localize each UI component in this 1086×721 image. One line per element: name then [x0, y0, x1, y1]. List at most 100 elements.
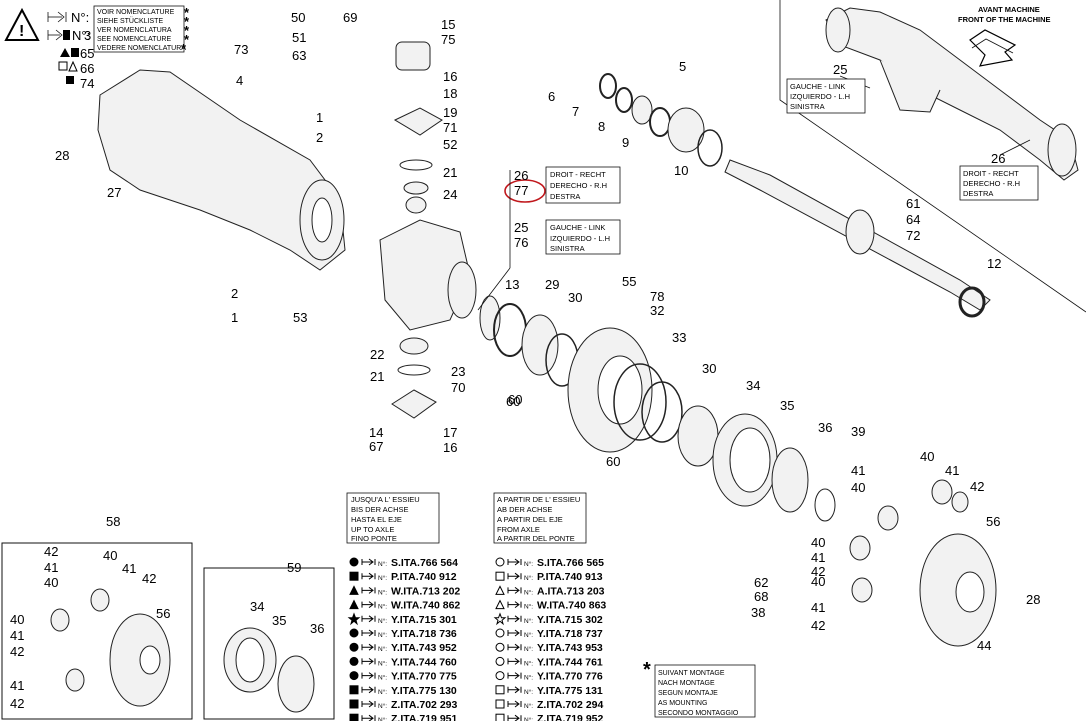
- rh-line-2: DERECHO - R.H: [550, 181, 607, 190]
- callout-15: 15: [441, 17, 455, 32]
- callout-10: 10: [674, 163, 688, 178]
- callout-67: 67: [369, 439, 383, 454]
- table-row-value: Y.ITA.718 736: [391, 628, 457, 640]
- legend-line-5: VEDERE NOMENCLATURA: [97, 45, 186, 52]
- legend-line-1: VOIR NOMENCLATURE: [97, 9, 175, 16]
- table-right-header-2: AB DER ACHSE: [497, 505, 552, 514]
- callout-22: 22: [370, 347, 384, 362]
- table-arrow-icon: [361, 686, 376, 694]
- callout-60: 60: [506, 394, 520, 409]
- callout-68: 68: [754, 589, 768, 604]
- callout-41: 41: [10, 678, 24, 693]
- table-row-prefix: N°:: [378, 659, 387, 667]
- axle-housing: [97, 69, 346, 271]
- mounting-note: * SUIVANT MONTAGE NACH MONTAGE SEGUN MON…: [643, 659, 756, 718]
- table-symbol-circleplus-icon: [495, 642, 505, 652]
- callout-21: 21: [370, 369, 384, 384]
- table-row-prefix: N°:: [378, 574, 387, 582]
- table-left-header-5: FINO PONTE: [351, 534, 397, 543]
- table-symbol-squaredot-icon: [495, 699, 505, 709]
- legend-line-3: VER NOMENCLATURA: [97, 27, 172, 34]
- up-to-axle-symbol-icon: [47, 29, 70, 41]
- planet-gears: [849, 479, 969, 603]
- legend-side-number-74: 74: [80, 76, 94, 91]
- lh-line-2: IZQUIERDO - L.H: [550, 234, 610, 243]
- callout-36: 36: [818, 420, 832, 435]
- table-right: A PARTIR DE L' ESSIEU AB DER ACHSE A PAR…: [493, 492, 606, 721]
- triangle-outline-icon: [68, 60, 78, 72]
- mounting-asterisk: *: [643, 659, 651, 681]
- callout-78: 78: [650, 289, 664, 304]
- callout-70: 70: [451, 380, 465, 395]
- table-right-header-3: A PARTIR DEL EJE: [497, 515, 563, 524]
- callout-34: 34: [250, 599, 264, 614]
- callout-14: 14: [369, 425, 383, 440]
- ring-gear-carrier: [712, 413, 836, 522]
- callout-63: 63: [292, 48, 306, 63]
- callout-41: 41: [811, 550, 825, 565]
- table-row-prefix: N°:: [524, 645, 533, 653]
- table-row-prefix: N°:: [524, 617, 533, 625]
- table-arrow-icon: [507, 643, 522, 651]
- table-symbol-circlecross-icon: [495, 671, 505, 681]
- mounting-line-2: NACH MONTAGE: [658, 680, 715, 687]
- callout-21: 21: [443, 165, 457, 180]
- callout-42: 42: [10, 644, 24, 659]
- table-arrow-icon: [507, 700, 522, 708]
- callout-4: 4: [236, 73, 243, 88]
- callout-1: 1: [316, 110, 323, 125]
- table-left: JUSQU'A L' ESSIEU BIS DER ACHSE HASTA EL…: [346, 492, 460, 721]
- table-row-value: Y.ITA.770 776: [537, 671, 603, 683]
- callout-56: 56: [156, 606, 170, 621]
- callout-42: 42: [44, 544, 58, 559]
- callout-40: 40: [920, 449, 934, 464]
- table-left-header-2: BIS DER ACHSE: [351, 505, 409, 514]
- callout-42: 42: [811, 564, 825, 579]
- table-row-value: S.ITA.766 564: [391, 557, 458, 569]
- table-symbol-circlebar-icon: [495, 656, 505, 666]
- callout-41: 41: [10, 628, 24, 643]
- drive-shaft: [724, 159, 991, 311]
- wheel-hub: [567, 327, 719, 467]
- square-dots-icon: [58, 61, 68, 71]
- inset-label-26: 26: [991, 151, 1005, 166]
- table-row-prefix: N°:: [524, 631, 533, 639]
- front-title-line-2: FRONT OF THE MACHINE: [958, 15, 1051, 24]
- table-symbol-circlebar-icon: [349, 656, 359, 666]
- callout-8: 8: [598, 119, 605, 134]
- inset-right-line-2: DERECHO - R.H: [963, 179, 1020, 188]
- callout-38: 38: [751, 605, 765, 620]
- lh-line-1: GAUCHE - LINK: [550, 223, 605, 232]
- callout-41: 41: [851, 463, 865, 478]
- table-right-header-1: A PARTIR DE L' ESSIEU: [497, 495, 580, 504]
- table-row-value: Y.ITA.770 775: [391, 671, 457, 683]
- inset-left-line-3: SINISTRA: [790, 102, 825, 111]
- callout-13: 13: [505, 277, 519, 292]
- table-arrow-icon: [507, 587, 522, 594]
- lower-pin-assembly: [391, 337, 437, 419]
- mounting-line-5: SECONDO MONTAGGIO: [658, 710, 739, 717]
- lh-line-3: SINISTRA: [550, 244, 585, 253]
- inset-right-line-3: DESTRA: [963, 189, 993, 198]
- callout-53: 53: [293, 310, 307, 325]
- callout-30: 30: [702, 361, 716, 376]
- table-arrow-icon: [507, 658, 522, 665]
- legend-asterisk-2: *: [184, 14, 190, 29]
- callout-76: 76: [514, 235, 528, 250]
- table-arrow-icon: [361, 587, 376, 594]
- table-symbol-squareplus-icon: [349, 713, 359, 721]
- table-row-value: W.ITA.713 202: [391, 585, 460, 597]
- callout-40: 40: [811, 535, 825, 550]
- callout-42: 42: [10, 696, 24, 711]
- callout-27: 27: [107, 185, 121, 200]
- callout-42: 42: [142, 571, 156, 586]
- table-arrow-icon: [361, 629, 376, 637]
- table-arrow-icon: [361, 658, 376, 665]
- table-symbol-trianglealt-icon: [349, 599, 359, 610]
- table-right-header-5: A PARTIR DEL PONTE: [497, 534, 575, 543]
- table-arrow-icon: [507, 686, 522, 694]
- callout-25: 25: [514, 220, 528, 235]
- callout-60: 60: [508, 392, 522, 407]
- callout-69: 69: [343, 10, 357, 25]
